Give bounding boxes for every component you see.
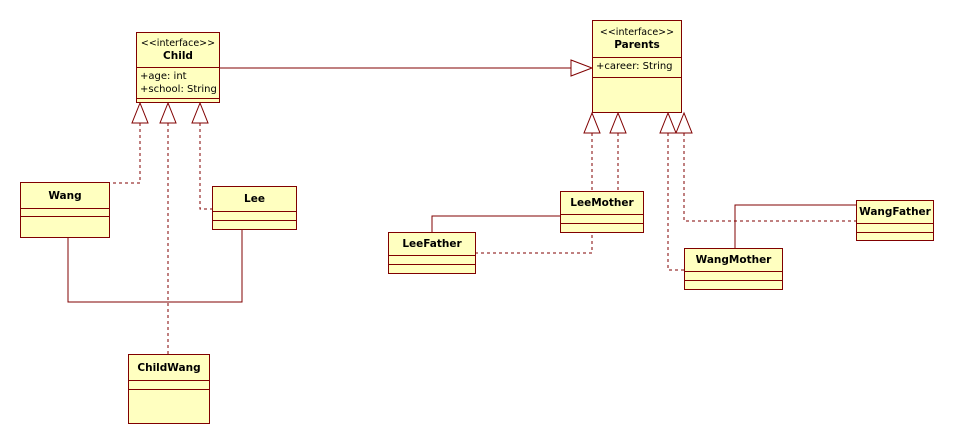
class-box-parents[interactable]: <<interface>> Parents +career: String [592,20,682,113]
hollow-triangle-arrowhead [583,111,601,134]
class-header: ChildWang [129,355,209,381]
class-box-leemother[interactable]: LeeMother [560,191,644,233]
class-name: Parents [614,39,660,51]
class-header: Wang [21,183,109,209]
hollow-triangle-arrowhead [159,101,177,124]
attributes-compartment [389,256,475,265]
class-box-leefather[interactable]: LeeFather [388,232,476,274]
attributes-compartment [213,212,296,221]
class-name: LeeFather [402,238,462,250]
attributes-compartment [685,272,782,281]
attribute: +age: int [140,71,187,82]
hollow-triangle-arrowhead [659,111,677,134]
class-box-lee[interactable]: Lee [212,186,297,230]
class-box-childwang[interactable]: ChildWang [128,354,210,424]
realization-line-wang-child [109,123,141,184]
attributes-compartment [129,381,209,390]
class-name: Lee [244,193,265,205]
class-box-wang[interactable]: Wang [20,182,110,238]
class-header: WangFather [857,201,933,224]
association-line-wang-lee [67,230,243,303]
class-name: Child [163,50,193,62]
stereotype-label: <<interface>> [599,27,675,38]
association-line-leefather-leemother [431,215,560,232]
operations-compartment [129,390,209,423]
realization-line-lee-child [199,123,212,210]
class-box-wangmother[interactable]: WangMother [684,248,783,290]
attributes-compartment: +career: String [593,58,681,78]
class-header: WangMother [685,249,782,272]
attributes-compartment [561,215,643,224]
class-header: LeeMother [561,192,643,215]
operations-compartment [561,224,643,232]
attributes-compartment: +age: int +school: String [137,68,219,99]
realization-line-wangfather-parents [683,133,856,222]
attributes-compartment [21,209,109,217]
attribute: +career: String [596,61,673,72]
class-name: Wang [48,189,82,202]
association-line-wangmother-wangfather [734,204,856,248]
operations-compartment [137,99,219,102]
class-header: LeeFather [389,233,475,256]
operations-compartment [389,265,475,273]
hollow-triangle-arrowhead [609,111,627,134]
operations-compartment [857,233,933,240]
hollow-triangle-arrowhead [570,59,594,77]
operations-compartment [685,281,782,289]
realization-line-wangmother-parents [667,133,684,271]
hollow-triangle-arrowhead [675,111,693,134]
class-header: <<interface>> Parents [593,21,681,58]
class-name: WangMother [695,254,772,266]
attribute: +school: String [140,84,217,95]
class-name: ChildWang [137,361,201,374]
realization-line-leefather-parents [476,133,593,254]
operations-compartment [213,221,296,229]
attributes-compartment [857,224,933,233]
stereotype-label: <<interface>> [140,38,216,49]
class-name: WangFather [859,206,931,218]
class-box-child[interactable]: <<interface>> Child +age: int +school: S… [136,32,220,103]
operations-compartment [21,217,109,237]
operations-compartment [593,78,681,112]
class-header: Lee [213,187,296,212]
class-box-wangfather[interactable]: WangFather [856,200,934,241]
hollow-triangle-arrowhead [131,101,149,124]
class-name: LeeMother [570,197,634,209]
class-header: <<interface>> Child [137,33,219,68]
hollow-triangle-arrowhead [191,101,209,124]
